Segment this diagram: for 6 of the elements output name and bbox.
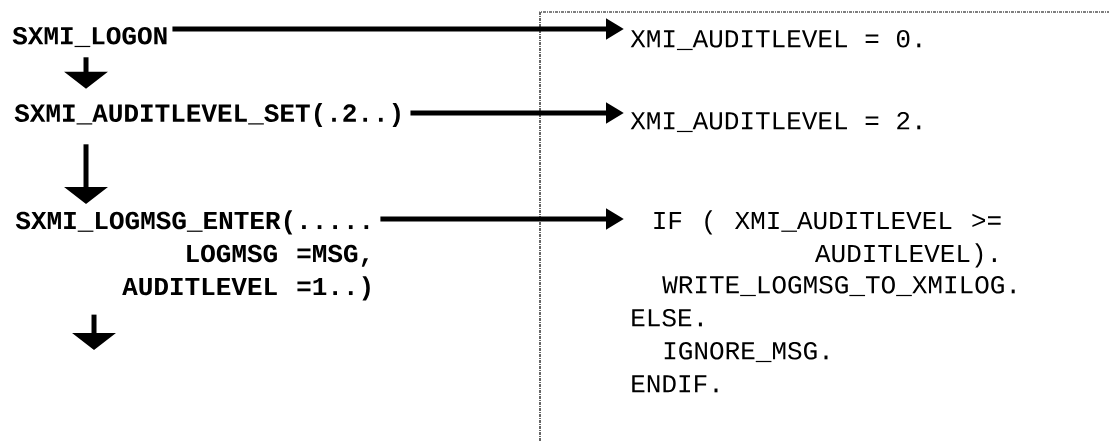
code-text: IF ( XMI_AUDITLEVEL >= AUDITLEVEL). WRITE_LOGMSG_TO_XMILOG. ELSE. IGNORE_MSG. ENDIF. — [632, 210, 1015, 393]
code-text: XMI_AUDITLEVEL = 0. — [630, 29, 921, 51]
function-call-text: SXMI_LOGON — [12, 26, 167, 48]
function-call-text: SXMI_AUDITLEVEL_SET(.2..) — [14, 102, 400, 128]
code-text: XMI_AUDITLEVEL = 2. — [630, 111, 921, 133]
function-call-text: SXMI_LOGMSG_ENTER(..... LOGMSG =MSG, AUDITLEVEL =1..) — [15, 210, 370, 301]
